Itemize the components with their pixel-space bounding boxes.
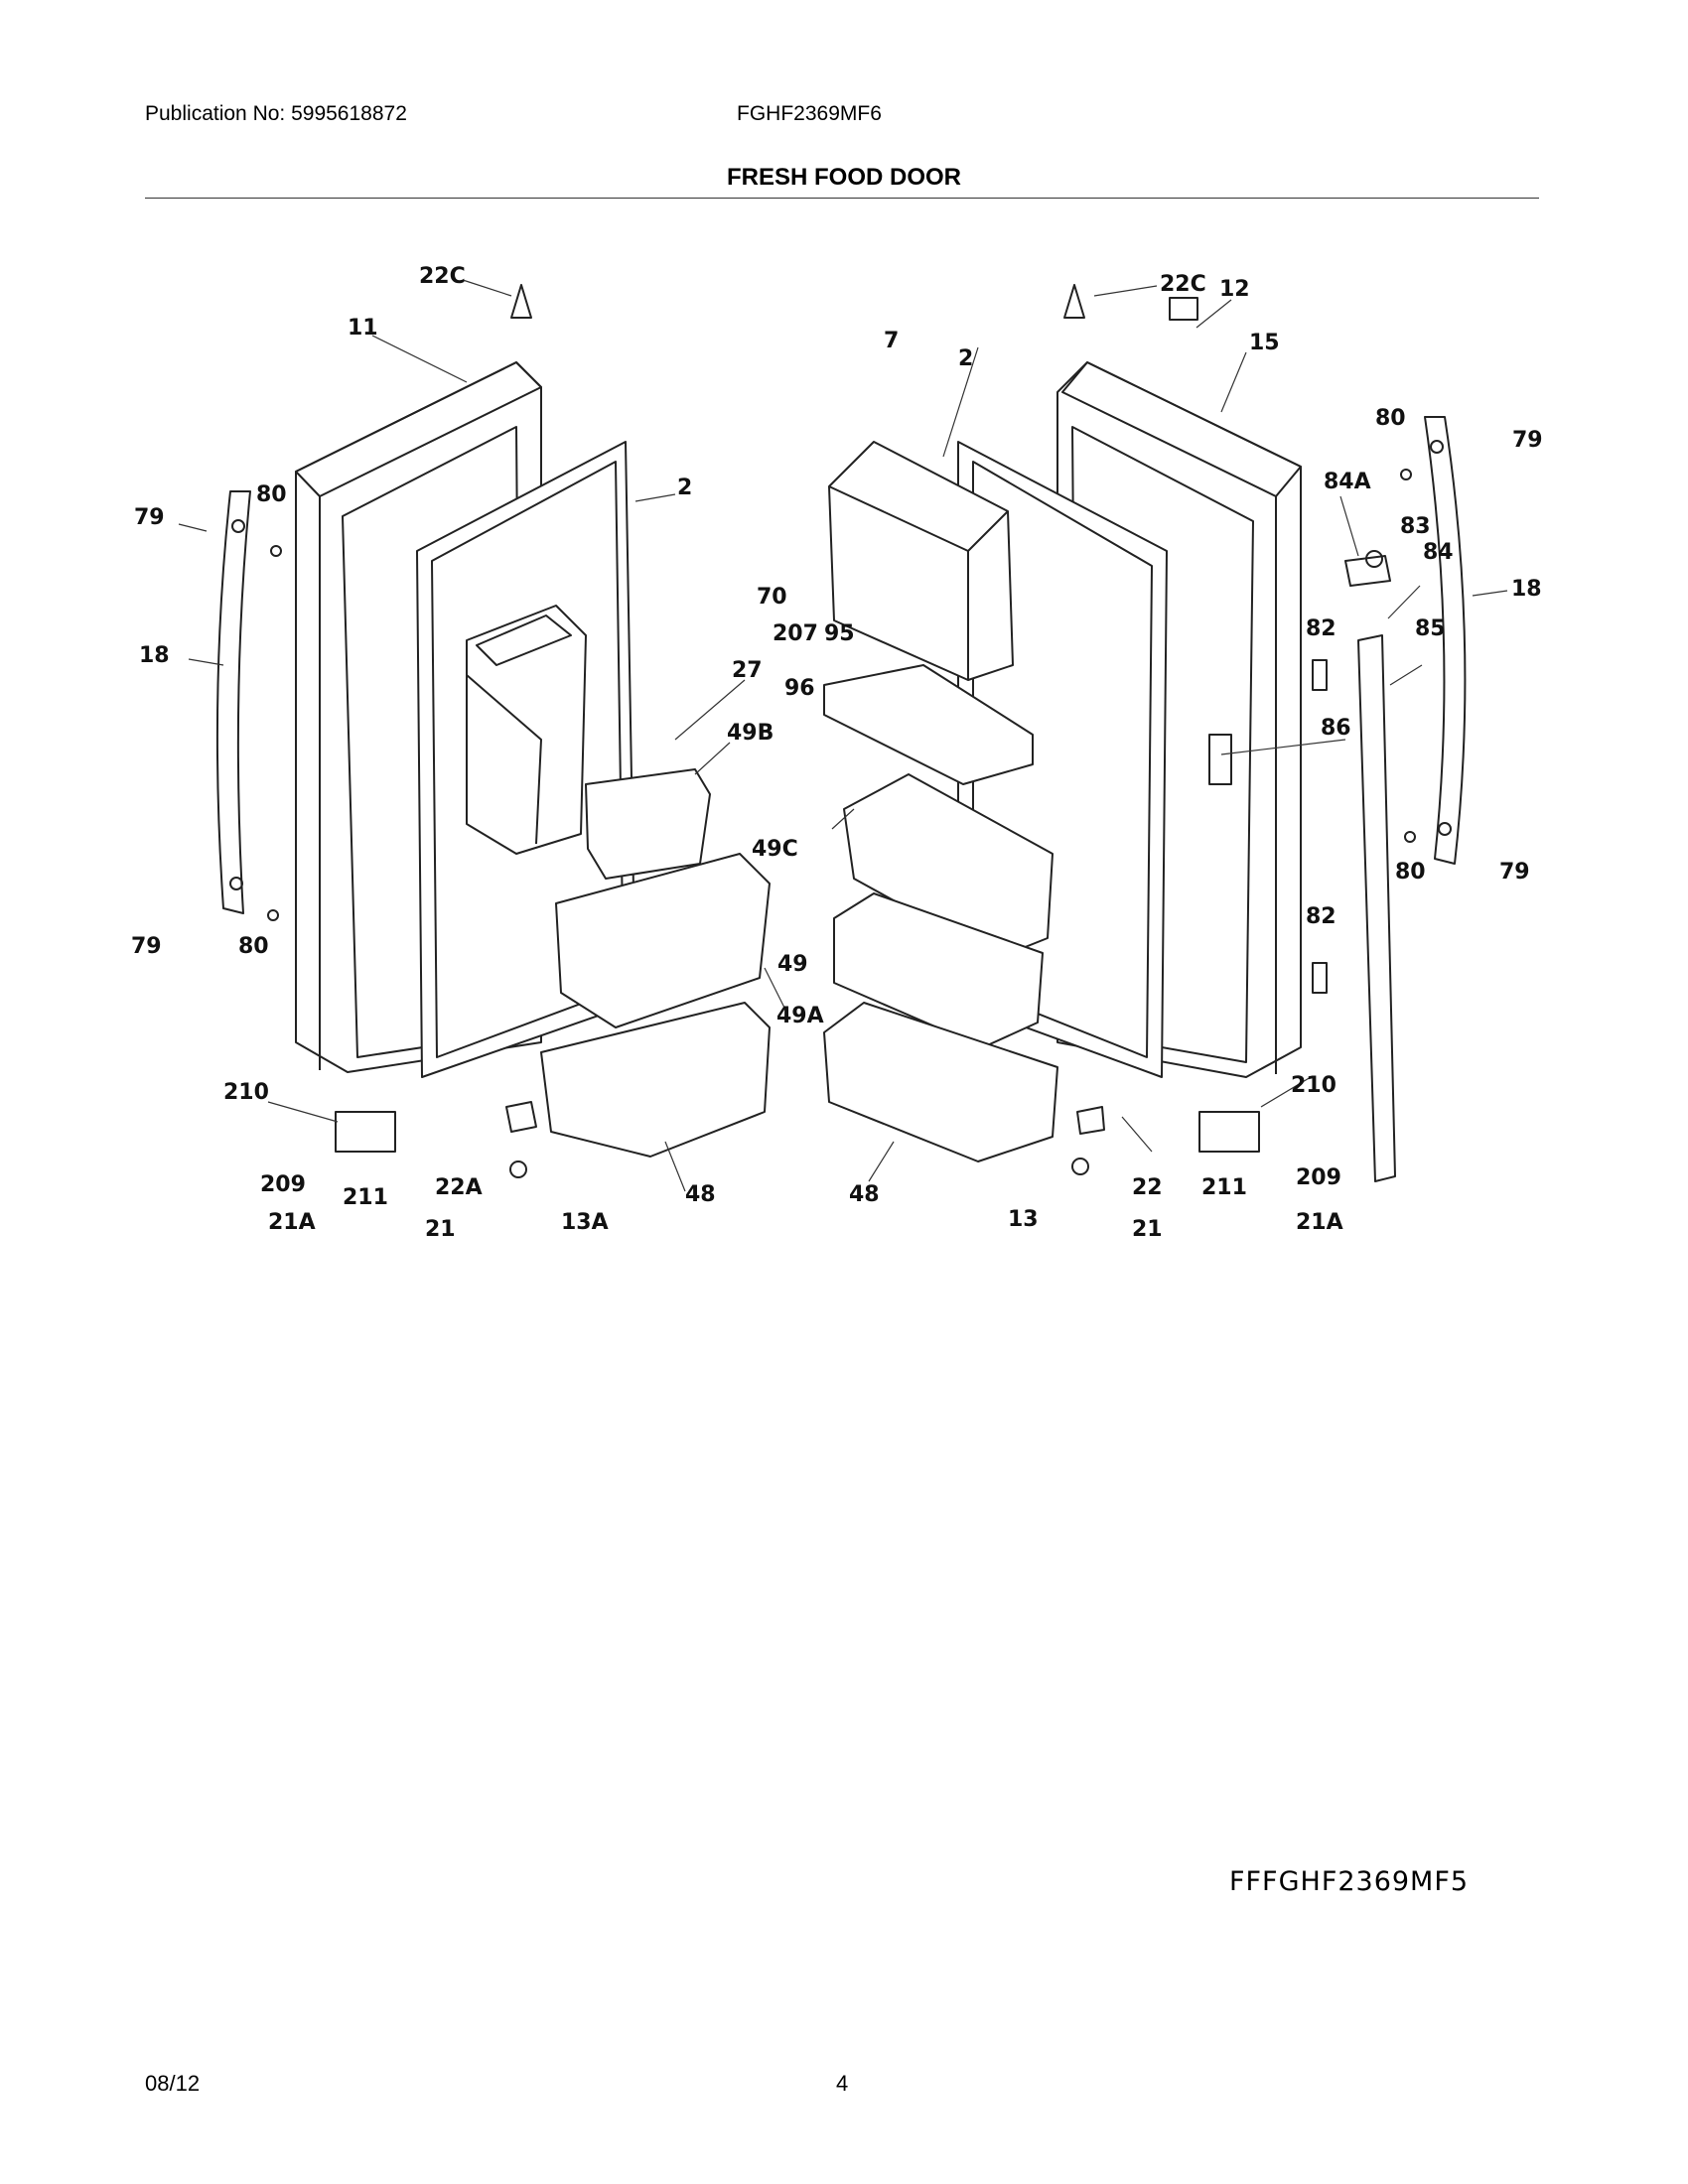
left-bin-49b — [585, 768, 711, 880]
callout-label: 18 — [139, 643, 170, 668]
callout-label: 86 — [1321, 716, 1351, 741]
callout-label: 21 — [425, 1217, 456, 1242]
callout-label: 85 — [1415, 616, 1446, 641]
callout-label: 11 — [348, 316, 378, 341]
model-number: FGHF2369MF6 — [737, 102, 882, 125]
callout-label: 79 — [134, 505, 165, 530]
callout-label: 82 — [1306, 904, 1336, 929]
right-ice-bucket — [828, 441, 1014, 681]
callout-label: 80 — [1375, 406, 1406, 431]
callout-label: 211 — [1201, 1175, 1247, 1200]
callout-label: 2 — [958, 346, 973, 371]
callout-label: 22C — [1160, 272, 1206, 297]
callout-label: 15 — [1249, 331, 1280, 355]
callout-label: 49A — [776, 1004, 824, 1028]
callout-label: 207 — [773, 621, 818, 646]
publication-number: Publication No: 5995618872 — [145, 102, 407, 125]
callout-label: 21A — [1296, 1210, 1343, 1235]
callout-label: 22 — [1132, 1175, 1163, 1200]
callout-label: 21A — [268, 1210, 316, 1235]
callout-label: 211 — [343, 1185, 388, 1210]
callout-label: 13A — [561, 1210, 609, 1235]
callout-label: 80 — [1395, 860, 1426, 885]
page-title: FRESH FOOD DOOR — [726, 164, 961, 191]
drawing-code: FFFGHF2369MF5 — [1229, 1866, 1470, 1897]
right-door-handle — [1424, 416, 1467, 865]
callout-label: 80 — [256, 482, 287, 507]
callout-label: 21 — [1132, 1217, 1163, 1242]
page-number: 4 — [836, 2071, 849, 2096]
callout-label: 210 — [223, 1080, 269, 1105]
left-bin-49a — [555, 853, 771, 1028]
callout-label: 48 — [685, 1182, 716, 1207]
callout-label: 79 — [131, 934, 162, 959]
callout-label: 27 — [732, 658, 763, 683]
callout-label: 96 — [784, 676, 815, 701]
right-bin-48 — [823, 1002, 1058, 1162]
left-door-handle — [215, 490, 251, 914]
callout-label: 49C — [752, 837, 798, 862]
publication-date: 08/12 — [145, 2071, 201, 2096]
callout-label: 209 — [1296, 1165, 1341, 1190]
callout-label: 79 — [1499, 860, 1530, 885]
callout-label: 95 — [824, 621, 855, 646]
callout-label: 13 — [1008, 1207, 1039, 1232]
callout-label: 12 — [1219, 277, 1250, 302]
callout-label: 7 — [884, 329, 899, 353]
callout-label: 18 — [1511, 577, 1542, 602]
right-filter-tray — [823, 664, 1034, 785]
callout-label: 70 — [757, 585, 787, 610]
callout-label: 79 — [1512, 428, 1543, 453]
callout-label: 80 — [238, 934, 269, 959]
callout-label: 22A — [435, 1175, 483, 1200]
callout-label: 48 — [849, 1182, 880, 1207]
left-dispenser-housing — [466, 605, 587, 855]
header-rule — [145, 198, 1539, 199]
callout-label: 49B — [727, 721, 774, 746]
right-bin-49 — [833, 892, 1044, 1048]
callout-label: 209 — [260, 1172, 306, 1197]
left-bin-48 — [540, 1002, 771, 1158]
right-mullion — [1357, 634, 1396, 1182]
callout-label: 82 — [1306, 616, 1336, 641]
callout-label: 2 — [677, 476, 692, 500]
callout-label: 83 — [1400, 514, 1431, 539]
callout-label: 49 — [777, 952, 808, 977]
callout-label: 84A — [1324, 470, 1371, 494]
callout-label: 22C — [419, 264, 466, 289]
right-bin-49c — [843, 773, 1054, 959]
callout-label: 210 — [1291, 1073, 1336, 1098]
callout-label: 84 — [1423, 540, 1454, 565]
